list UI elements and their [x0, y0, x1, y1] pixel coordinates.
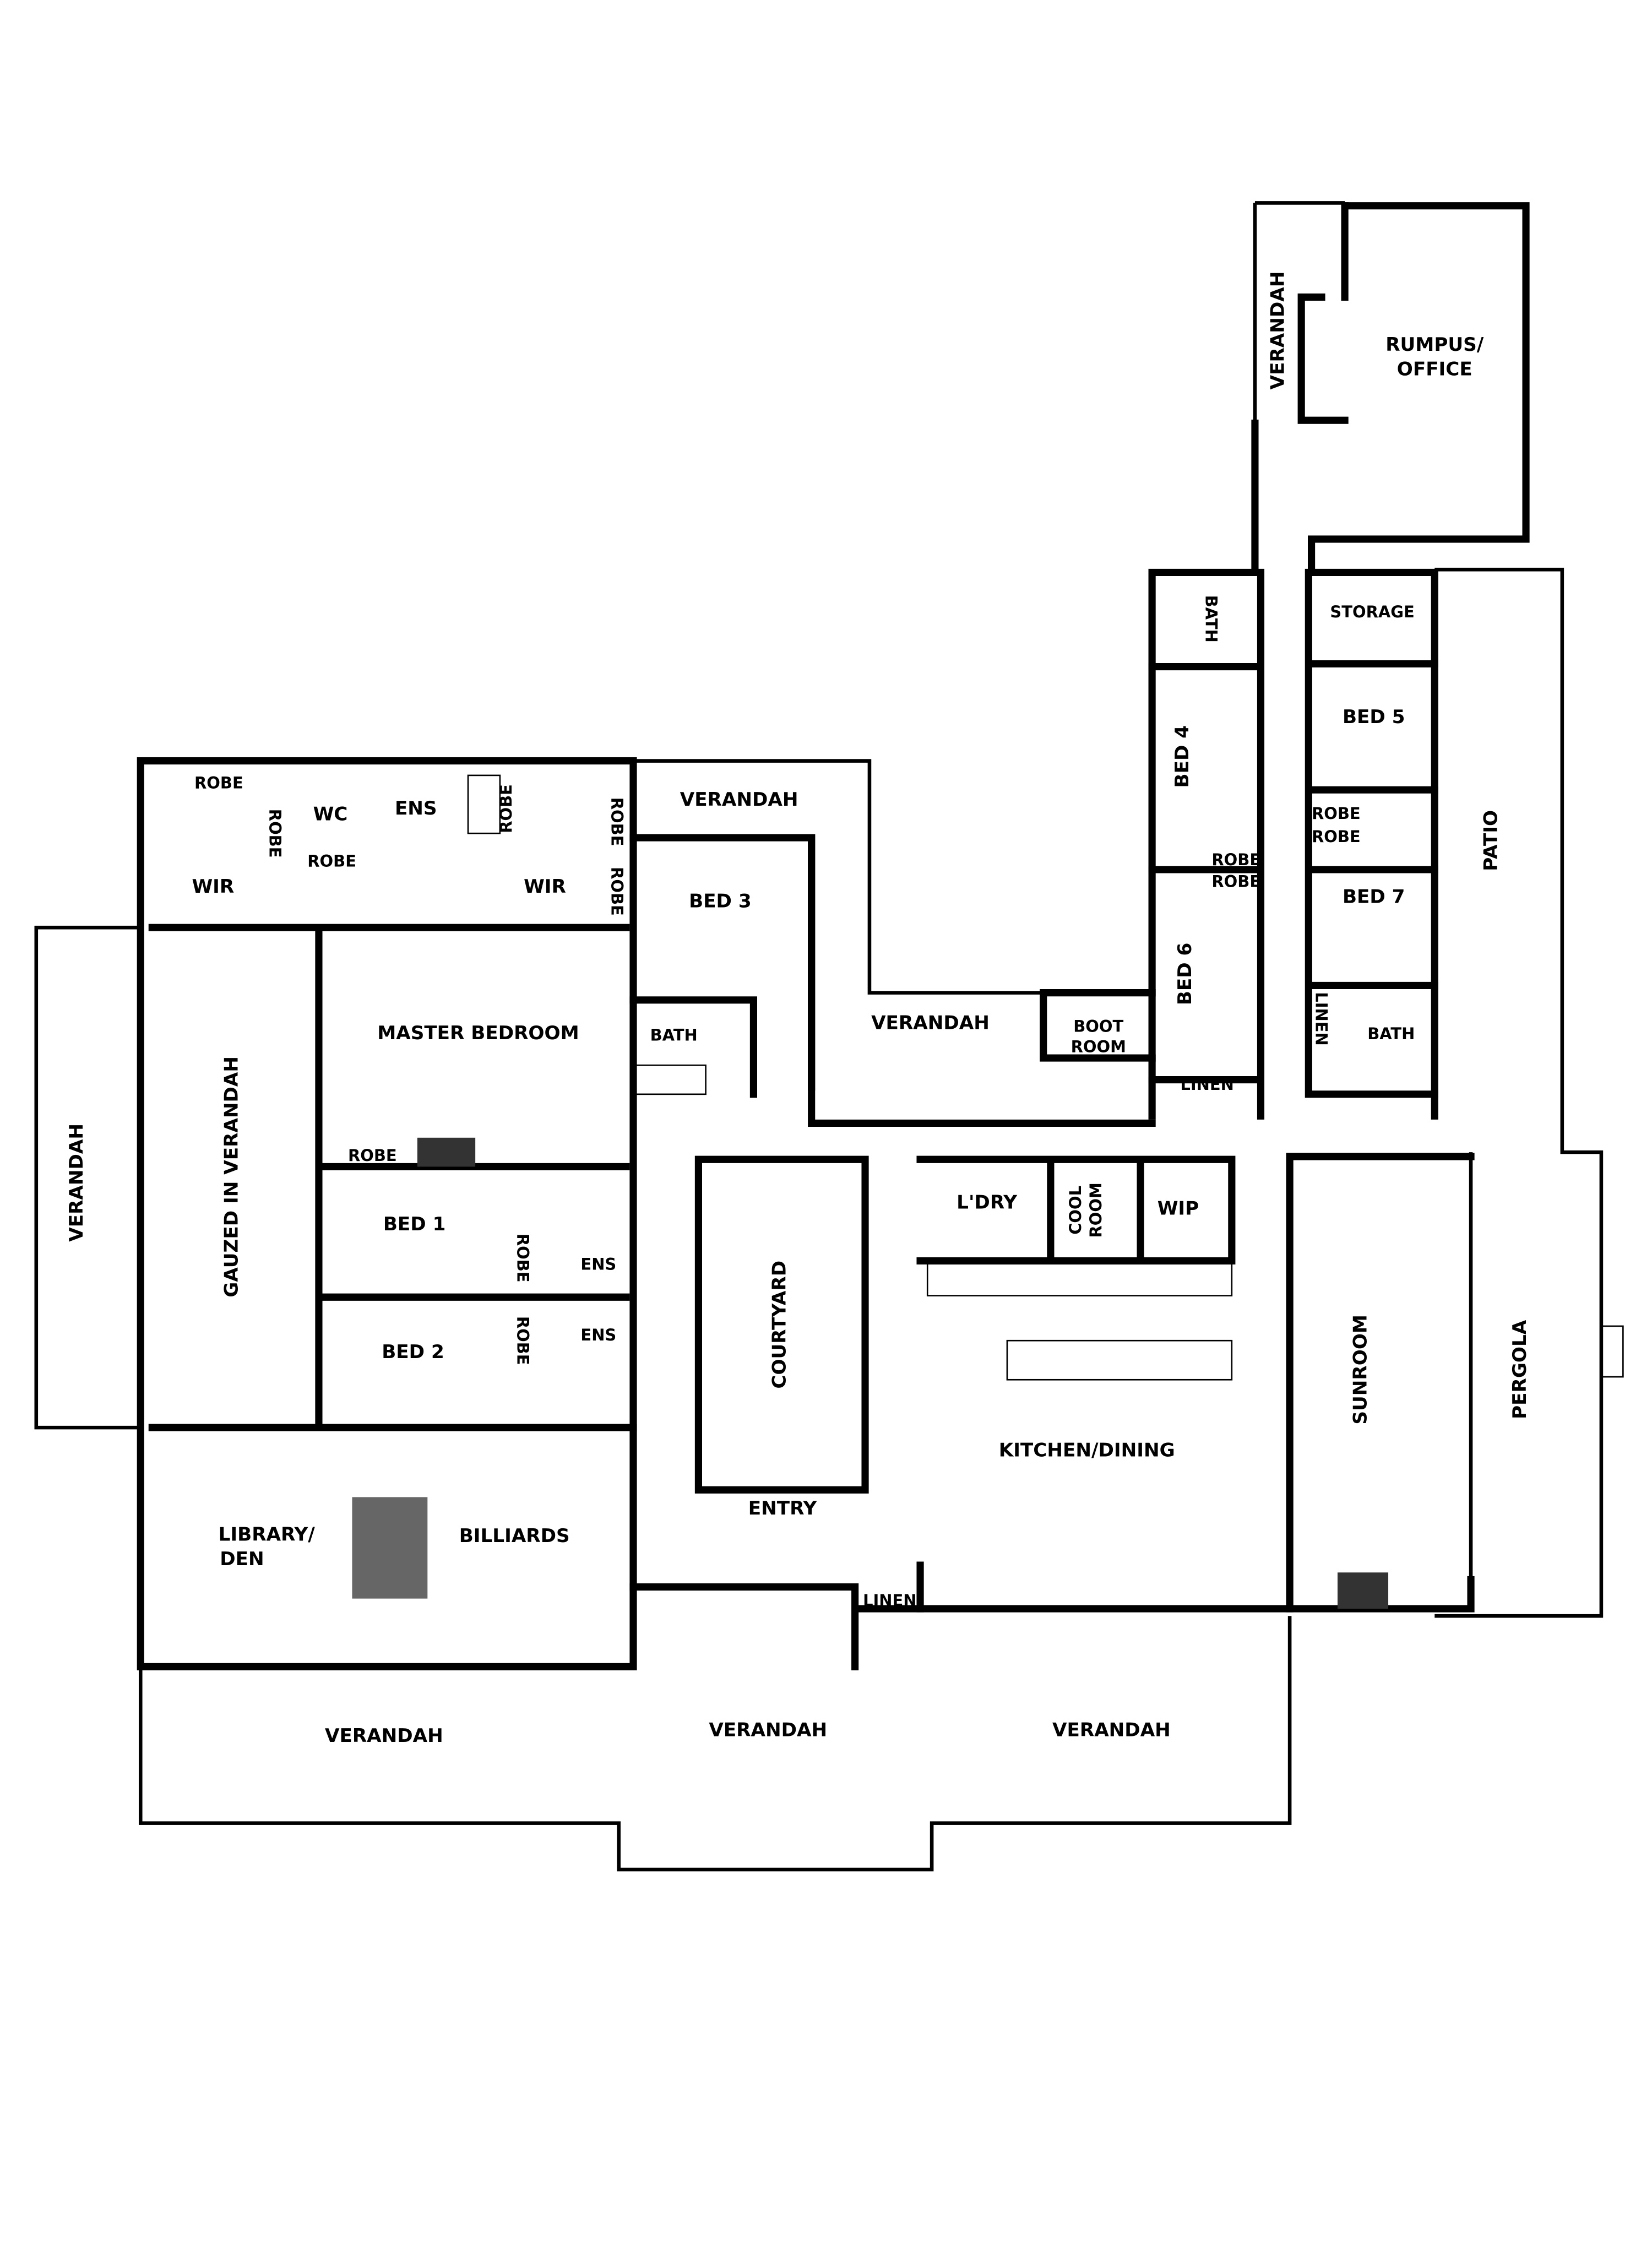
room-label: BED 6	[1174, 943, 1196, 1006]
room-label: WC	[313, 803, 348, 825]
room-label: VERANDAH	[709, 1719, 827, 1741]
room-label: LINEN	[1312, 992, 1330, 1045]
room-label: ROOM	[1071, 1038, 1126, 1056]
room-label: BED 1	[383, 1213, 446, 1235]
room-label: ROBE	[608, 797, 627, 846]
room-label: COOL	[1066, 1186, 1085, 1235]
room-label: ROBE	[513, 1234, 532, 1283]
room-label: KITCHEN/DINING	[999, 1440, 1175, 1462]
outdoor-areas	[34, 201, 1624, 1872]
room-label: BED 7	[1343, 886, 1405, 908]
room-label: SUNROOM	[1350, 1315, 1372, 1425]
room-label: VERANDAH	[66, 1123, 88, 1242]
fixtures	[352, 774, 1389, 1609]
room-label: ROBE	[1312, 804, 1361, 823]
room-label: BILLIARDS	[459, 1525, 570, 1547]
room-label: ROBE	[497, 784, 515, 833]
kitchen-island	[1006, 1339, 1233, 1381]
room-label: BED 5	[1343, 706, 1405, 728]
room-label: ENS	[580, 1326, 616, 1344]
room-label: BED 4	[1171, 725, 1193, 788]
room-label: DEN	[220, 1548, 264, 1570]
room-label: COURTYARD	[768, 1261, 790, 1389]
walls	[137, 202, 1530, 1670]
room-label: LIBRARY/	[219, 1523, 316, 1545]
room-label: OFFICE	[1397, 359, 1472, 381]
room-labels: RUMPUS/ OFFICE VERANDAH BATH STORAGE BED…	[66, 272, 1531, 1747]
billiard-table	[352, 1497, 428, 1599]
room-label: WIR	[192, 876, 234, 898]
room-label: BOOT	[1073, 1017, 1123, 1036]
room-label: ENTRY	[748, 1497, 818, 1519]
room-label: ROBE	[608, 867, 627, 916]
room-label: VERANDAH	[871, 1012, 990, 1034]
room-label: ROBE	[265, 809, 284, 858]
room-label: ROBE	[1211, 850, 1260, 869]
room-label: MASTER BEDROOM	[377, 1022, 579, 1044]
room-label: L'DRY	[957, 1192, 1018, 1214]
kitchen-bench	[926, 1263, 1233, 1296]
room-label: BATH	[1367, 1024, 1415, 1043]
bathtub-icon	[632, 1064, 707, 1095]
room-label: VERANDAH	[1052, 1719, 1171, 1741]
room-label: ENS	[580, 1255, 616, 1273]
room-label: GAUZED IN VERANDAH	[221, 1056, 243, 1298]
room-label: VERANDAH	[680, 789, 798, 811]
room-label: LINEN	[863, 1591, 916, 1610]
room-label: VERANDAH	[325, 1725, 443, 1747]
room-label: BED 3	[689, 890, 752, 912]
room-label: ROBE	[194, 774, 243, 793]
room-label: STORAGE	[1330, 603, 1414, 621]
fireplace-icon	[1337, 1572, 1389, 1609]
room-label: ROBE	[1312, 827, 1361, 846]
room-label: LINEN	[1180, 1075, 1233, 1094]
bathtub-icon	[467, 774, 501, 834]
room-label: ROBE	[348, 1146, 397, 1165]
room-label: BATH	[650, 1025, 698, 1044]
room-label: VERANDAH	[1267, 272, 1289, 390]
room-label: ROBE	[307, 852, 356, 871]
room-label: PATIO	[1480, 810, 1502, 871]
room-label: WIR	[524, 876, 566, 898]
room-label: PERGOLA	[1509, 1320, 1531, 1419]
fireplace-icon	[417, 1137, 476, 1167]
room-label: ENS	[395, 797, 437, 819]
room-label: WIP	[1158, 1197, 1199, 1219]
room-label: RUMPUS/	[1385, 334, 1484, 356]
room-label: BATH	[1202, 595, 1220, 643]
room-label: ROBE	[1211, 872, 1260, 891]
room-label: ROOM	[1086, 1182, 1105, 1237]
room-label: BED 2	[382, 1341, 444, 1363]
room-label: ROBE	[513, 1316, 532, 1365]
